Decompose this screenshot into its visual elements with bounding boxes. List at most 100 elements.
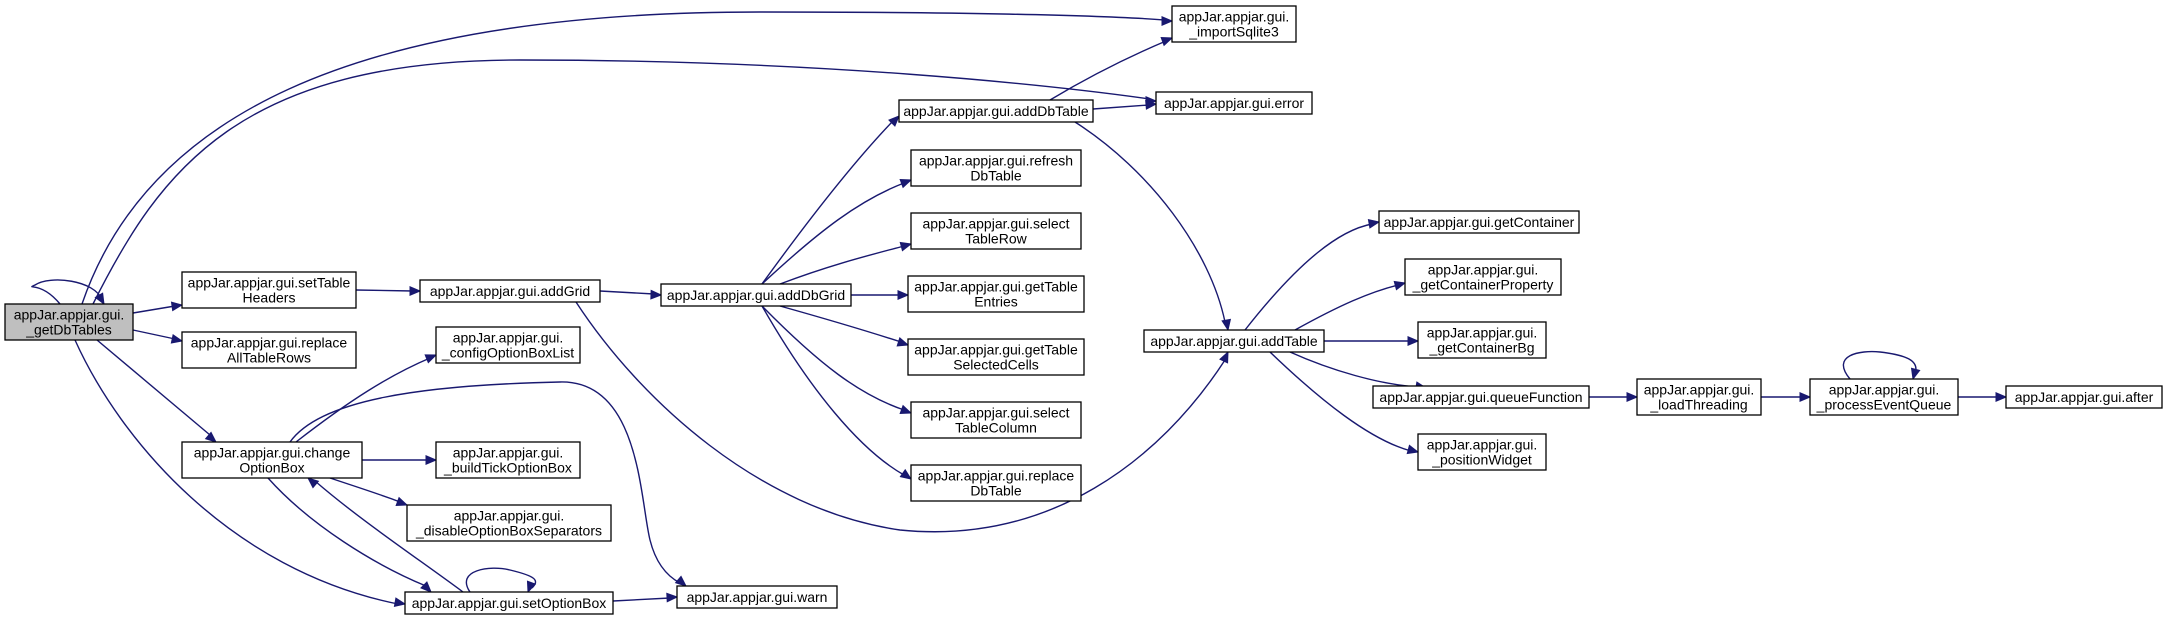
nodes-layer: appJar.appjar.gui._getDbTablesappJar.app…	[4, 5, 2163, 615]
node-label-configOptionBoxList-0: appJar.appjar.gui.	[453, 330, 564, 346]
edge-getDbTables-to-replaceAllTableRows	[132, 329, 184, 344]
node-getContainerProperty[interactable]: appJar.appjar.gui._getContainerProperty	[1404, 258, 1562, 296]
node-label-getTableSelectedCells-1: SelectedCells	[953, 357, 1039, 373]
edge-changeOptionBox-to-configOptionBoxList	[295, 354, 438, 443]
node-label-selectTableColumn-1: TableColumn	[955, 420, 1037, 436]
node-label-importSqlite3-1: _importSqlite3	[1188, 24, 1279, 40]
node-label-disableOptionBoxSeparators-1: _disableOptionBoxSeparators	[415, 523, 602, 539]
node-importSqlite3[interactable]: appJar.appjar.gui._importSqlite3	[1171, 5, 1297, 43]
node-label-selectTableColumn-0: appJar.appjar.gui.select	[922, 405, 1069, 421]
node-label-getContainerProperty-0: appJar.appjar.gui.	[1428, 262, 1539, 278]
node-label-changeOptionBox-1: OptionBox	[239, 460, 304, 476]
edge-addTable-to-positionWidget	[1269, 351, 1420, 455]
edge-addDbGrid-to-selectTableRow	[779, 241, 913, 285]
node-loadThreading[interactable]: appJar.appjar.gui._loadThreading	[1636, 378, 1762, 416]
node-label-processEventQueue-1: _processEventQueue	[1816, 397, 1952, 413]
node-label-getContainer-0: appJar.appjar.gui.getContainer	[1384, 214, 1575, 230]
edge-loadThreading-to-processEventQueue	[1761, 392, 1812, 402]
node-label-setOptionBox-0: appJar.appjar.gui.setOptionBox	[412, 595, 607, 611]
node-getDbTables[interactable]: appJar.appjar.gui._getDbTables	[4, 303, 134, 341]
edge-addDbGrid-to-replaceDbTable	[761, 305, 913, 480]
node-addGrid[interactable]: appJar.appjar.gui.addGrid	[419, 279, 601, 303]
node-disableOptionBoxSeparators[interactable]: appJar.appjar.gui._disableOptionBoxSepar…	[406, 504, 612, 542]
node-label-buildTickOptionBox-0: appJar.appjar.gui.	[453, 445, 564, 461]
edge-addDbTable-to-addTable	[1074, 121, 1232, 332]
node-label-configOptionBoxList-1: _configOptionBoxList	[441, 345, 574, 361]
edge-addDbTable-to-error	[1092, 99, 1158, 110]
edge-processEventQueue-to-after	[1958, 392, 2008, 402]
node-label-getContainerBg-0: appJar.appjar.gui.	[1427, 325, 1538, 341]
node-configOptionBoxList[interactable]: appJar.appjar.gui._configOptionBoxList	[435, 326, 581, 364]
edge-addTable-to-getContainerBg	[1324, 336, 1420, 346]
node-label-selectTableRow-0: appJar.appjar.gui.select	[922, 216, 1069, 232]
node-label-disableOptionBoxSeparators-0: appJar.appjar.gui.	[454, 508, 565, 524]
node-label-replaceDbTable-0: appJar.appjar.gui.replace	[918, 468, 1075, 484]
node-label-replaceAllTableRows-0: appJar.appjar.gui.replace	[191, 335, 348, 351]
node-warn[interactable]: appJar.appjar.gui.warn	[676, 585, 838, 609]
edges-layer	[31, 11, 2008, 608]
node-label-addTable-0: appJar.appjar.gui.addTable	[1150, 333, 1318, 349]
edge-getDbTables-to-getDbTables	[31, 279, 105, 306]
edge-changeOptionBox-to-disableOptionBoxSeparators	[329, 477, 409, 507]
edge-changeOptionBox-to-setOptionBox	[267, 477, 432, 593]
node-label-getTableEntries-1: Entries	[974, 294, 1018, 310]
node-label-selectTableRow-1: TableRow	[965, 231, 1027, 247]
node-buildTickOptionBox[interactable]: appJar.appjar.gui._buildTickOptionBox	[435, 441, 581, 479]
edge-setOptionBox-to-changeOptionBox	[307, 477, 464, 593]
node-label-refreshDbTable-1: DbTable	[970, 168, 1022, 184]
edge-addDbGrid-to-getTableSelectedCells	[779, 305, 910, 347]
node-positionWidget[interactable]: appJar.appjar.gui._positionWidget	[1417, 433, 1547, 471]
node-label-getTableSelectedCells-0: appJar.appjar.gui.getTable	[914, 342, 1078, 358]
node-label-getDbTables-1: _getDbTables	[25, 322, 112, 338]
edge-getDbTables-to-importSqlite3	[81, 11, 1174, 305]
edge-addDbGrid-to-refreshDbTable	[761, 178, 913, 285]
edge-addDbTable-to-importSqlite3	[1049, 36, 1174, 101]
node-processEventQueue[interactable]: appJar.appjar.gui._processEventQueue	[1809, 378, 1959, 416]
node-label-positionWidget-1: _positionWidget	[1431, 452, 1532, 468]
edge-getDbTables-to-setTableHeaders	[132, 301, 184, 314]
edge-getDbTables-to-changeOptionBox	[96, 339, 217, 443]
edge-addDbGrid-to-addDbTable	[761, 115, 900, 285]
edge-setTableHeaders-to-addGrid	[355, 286, 422, 296]
node-after[interactable]: appJar.appjar.gui.after	[2005, 385, 2163, 409]
edge-addGrid-to-addDbGrid	[599, 289, 663, 300]
node-label-warn-0: appJar.appjar.gui.warn	[687, 589, 828, 605]
node-label-changeOptionBox-0: appJar.appjar.gui.change	[194, 445, 351, 461]
node-addTable[interactable]: appJar.appjar.gui.addTable	[1143, 329, 1325, 353]
node-queueFunction[interactable]: appJar.appjar.gui.queueFunction	[1372, 385, 1590, 409]
edge-changeOptionBox-to-buildTickOptionBox	[362, 455, 438, 465]
edge-addGrid-to-addTable	[575, 301, 1229, 533]
node-label-queueFunction-0: appJar.appjar.gui.queueFunction	[1379, 389, 1582, 405]
node-label-error-0: appJar.appjar.gui.error	[1164, 95, 1304, 111]
node-label-importSqlite3-0: appJar.appjar.gui.	[1179, 9, 1290, 25]
node-label-addDbGrid-0: appJar.appjar.gui.addDbGrid	[667, 287, 845, 303]
edge-addTable-to-getContainerProperty	[1294, 280, 1407, 331]
node-label-setTableHeaders-1: Headers	[243, 290, 296, 306]
node-label-getContainerProperty-1: _getContainerProperty	[1412, 277, 1554, 293]
node-addDbTable[interactable]: appJar.appjar.gui.addDbTable	[898, 99, 1094, 123]
node-addDbGrid[interactable]: appJar.appjar.gui.addDbGrid	[660, 283, 852, 307]
node-label-buildTickOptionBox-1: _buildTickOptionBox	[443, 460, 572, 476]
node-label-addGrid-0: appJar.appjar.gui.addGrid	[430, 283, 590, 299]
node-setOptionBox[interactable]: appJar.appjar.gui.setOptionBox	[404, 591, 614, 615]
edge-setOptionBox-to-setOptionBox	[465, 567, 537, 594]
edge-queueFunction-to-loadThreading	[1589, 392, 1639, 402]
node-label-addDbTable-0: appJar.appjar.gui.addDbTable	[903, 103, 1088, 119]
edge-changeOptionBox-to-warn	[289, 381, 687, 587]
node-getContainer[interactable]: appJar.appjar.gui.getContainer	[1378, 210, 1580, 234]
node-label-replaceDbTable-1: DbTable	[970, 483, 1022, 499]
edge-processEventQueue-to-processEventQueue	[1842, 350, 1921, 381]
node-label-getTableEntries-0: appJar.appjar.gui.getTable	[914, 279, 1078, 295]
node-getContainerBg[interactable]: appJar.appjar.gui._getContainerBg	[1417, 321, 1547, 359]
node-error[interactable]: appJar.appjar.gui.error	[1155, 91, 1313, 115]
